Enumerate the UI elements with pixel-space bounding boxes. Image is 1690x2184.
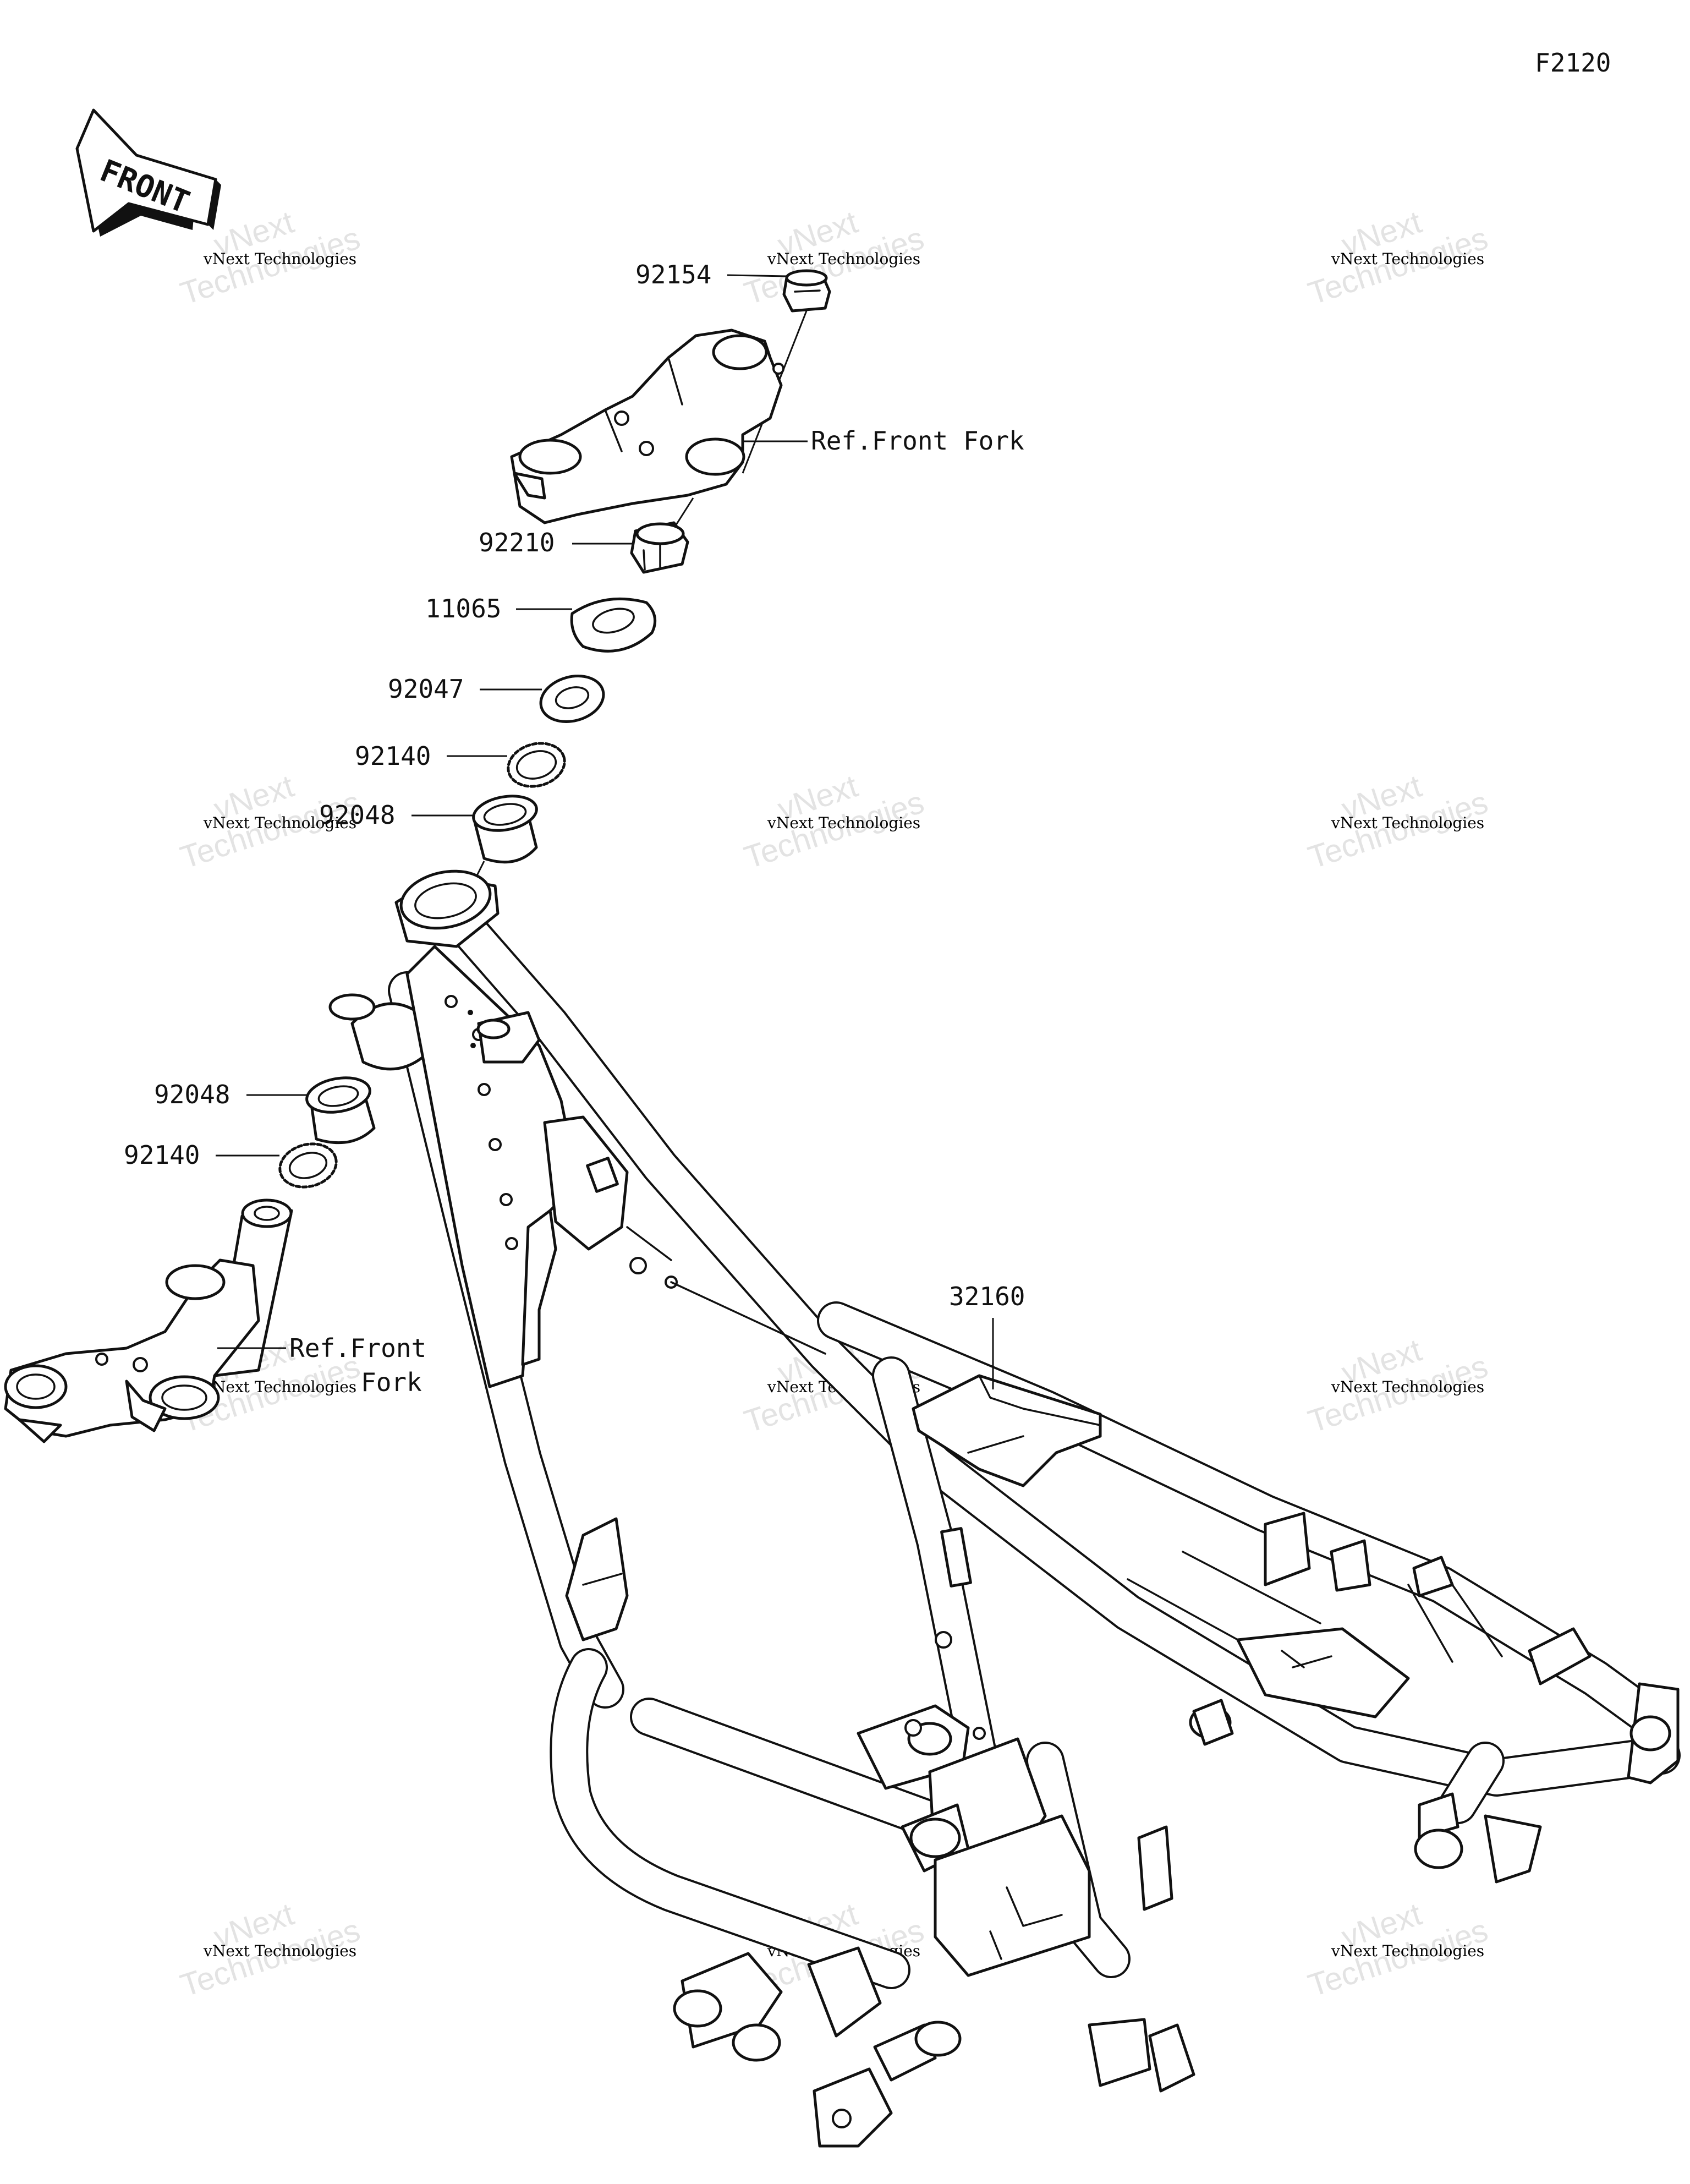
callout-92140-lower[interactable]: 92140 [124, 1140, 200, 1170]
watermark: Technologies vNext vNext Technologies [740, 768, 928, 876]
leader-92154 [727, 274, 787, 277]
watermark: Technologies vNext vNext Technologies [176, 1896, 364, 2004]
bearing-race-part[interactable] [536, 669, 609, 728]
watermark: Technologies vNext vNext Technologies [740, 204, 928, 312]
svg-text:vNext Technologies: vNext Technologies [1331, 1378, 1484, 1396]
watermark: Technologies vNext vNext Technologies [1304, 768, 1492, 876]
callout-11065[interactable]: 11065 [425, 594, 501, 623]
front-arrow-icon: FRONT [75, 108, 221, 237]
upper-triple-clamp-part[interactable] [510, 329, 784, 524]
callout-ref-front-fork-upper[interactable]: Ref.Front Fork [811, 426, 1024, 456]
svg-text:vNext Technologies: vNext Technologies [1331, 1942, 1484, 1960]
lower-triple-clamp-part[interactable] [4, 1198, 293, 1443]
stem-bolt-part[interactable] [782, 269, 831, 313]
frame-part[interactable] [328, 863, 1681, 2148]
callout-92154[interactable]: 92154 [635, 260, 711, 289]
diagram-code: F2120 [1535, 48, 1611, 78]
watermark: Technologies vNext vNext Technologies [1304, 1332, 1492, 1440]
oil-seal-upper-part[interactable] [471, 791, 540, 864]
watermark: Technologies vNext vNext Technologies [1304, 1896, 1492, 2004]
callout-32160[interactable]: 32160 [949, 1282, 1025, 1311]
callout-92047[interactable]: 92047 [388, 674, 464, 704]
svg-text:vNext Technologies: vNext Technologies [1331, 814, 1484, 832]
oil-seal-lower-part[interactable] [304, 1073, 376, 1145]
assembly-axis [673, 497, 694, 529]
svg-text:vNext Technologies: vNext Technologies [767, 814, 920, 832]
svg-text:vNext Technologies: vNext Technologies [203, 1378, 356, 1396]
callout-92048-lower[interactable]: 92048 [154, 1080, 230, 1109]
svg-text:vNext Technologies: vNext Technologies [203, 1942, 356, 1960]
callout-92140-upper[interactable]: 92140 [355, 741, 431, 771]
callout-ref-front-fork-lower-2[interactable]: Fork [361, 1367, 422, 1397]
ball-bearing-upper-part[interactable] [503, 737, 569, 792]
watermark: Technologies vNext vNext Technologies [176, 204, 364, 312]
ball-bearing-lower-part[interactable] [275, 1138, 341, 1193]
svg-text:vNext Technologies: vNext Technologies [203, 814, 356, 832]
callout-92048-upper[interactable]: 92048 [319, 800, 395, 830]
svg-text:vNext Technologies: vNext Technologies [1331, 250, 1484, 268]
callout-92210[interactable]: 92210 [479, 528, 555, 557]
stem-nut-part[interactable] [630, 521, 689, 574]
svg-text:vNext Technologies: vNext Technologies [767, 250, 920, 268]
watermark: Technologies vNext vNext Technologies [1304, 204, 1492, 312]
svg-text:vNext Technologies: vNext Technologies [203, 250, 356, 268]
washer-cap-part[interactable] [570, 597, 657, 653]
callout-ref-front-fork-lower-1[interactable]: Ref.Front [289, 1333, 426, 1363]
